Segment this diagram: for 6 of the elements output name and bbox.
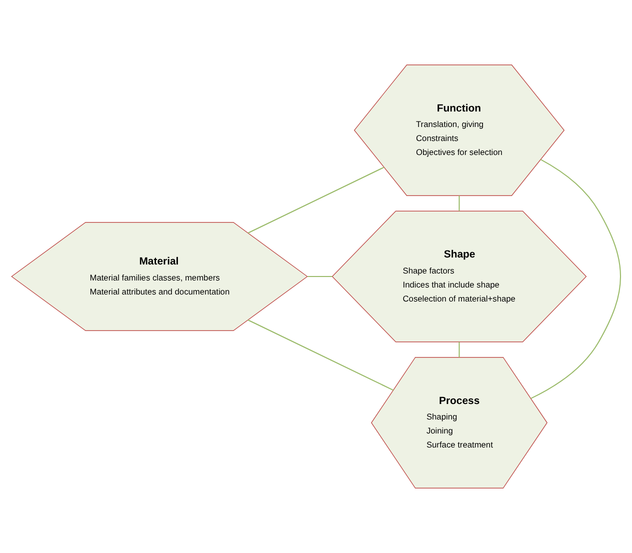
connector — [308, 276, 332, 278]
connector — [458, 342, 460, 358]
connector — [530, 159, 621, 399]
connector — [458, 196, 460, 211]
connector — [248, 166, 384, 234]
connector — [248, 320, 394, 391]
